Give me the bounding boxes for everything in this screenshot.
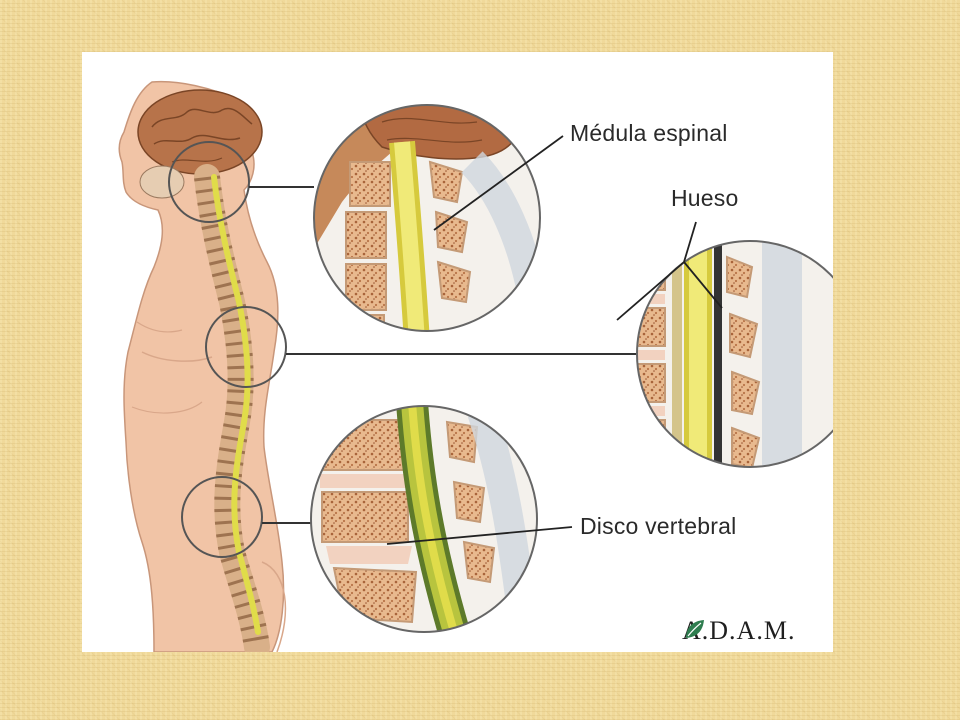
spinal-cord-label: Médula espinal xyxy=(570,120,728,146)
adam-logo: A.D.A.M. xyxy=(682,616,795,646)
magnified-cervical xyxy=(314,105,540,331)
spine-anatomy-illustration xyxy=(118,80,833,652)
spine-column xyxy=(194,164,270,652)
brain xyxy=(137,89,263,199)
body-silhouette xyxy=(118,80,285,652)
magnified-lumbar xyxy=(311,406,537,632)
thoracic-highlight xyxy=(205,306,287,388)
pointer-spinal-cord xyxy=(433,135,564,231)
human-body xyxy=(118,80,287,652)
cervical-highlight xyxy=(168,141,250,223)
pointer-disc xyxy=(386,526,573,545)
bone-label: Hueso xyxy=(671,185,739,211)
pointer-bone xyxy=(683,221,697,263)
lumbar-highlight xyxy=(181,476,263,558)
illustration-panel: Médula espinal Hueso Disco vertebral A.D… xyxy=(82,52,833,652)
leaf-icon xyxy=(686,620,704,638)
disc-label: Disco vertebral xyxy=(580,513,737,539)
